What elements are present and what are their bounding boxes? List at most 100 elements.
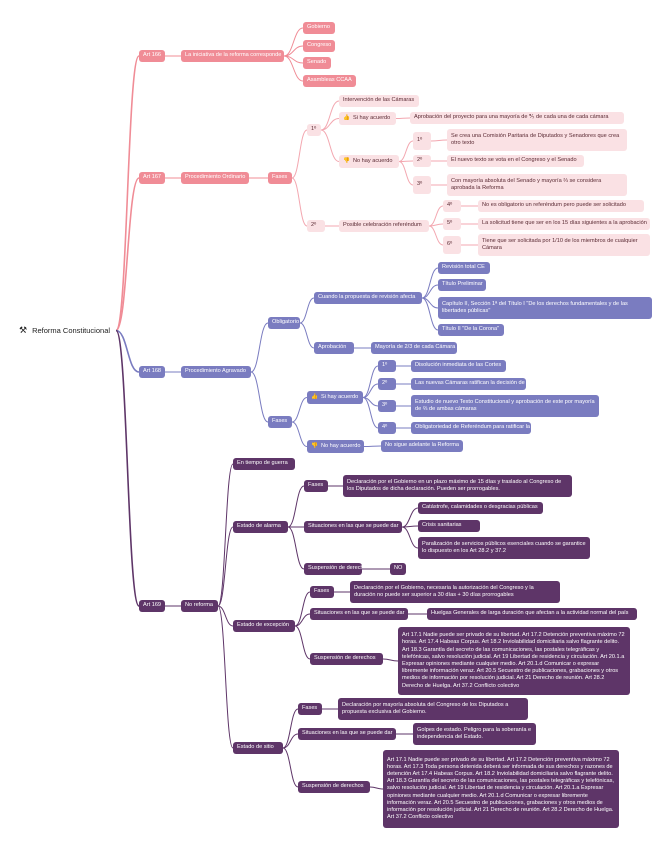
node-congreso: Congreso	[303, 40, 335, 52]
node-na-2: 2º	[413, 155, 431, 167]
node-o-2-label: 2º	[311, 222, 317, 229]
node-na-2-label: 2º	[417, 157, 423, 164]
node-pr-4-text: No es obligatorio un referéndum pero pue…	[478, 200, 644, 212]
connector-no-reforma-to-estado-alarma	[217, 526, 234, 607]
node-titulo2: Título II "De la Corona"	[438, 324, 504, 336]
node-senado: Senado	[303, 57, 331, 69]
node-ex-situaciones: Situaciones en las que se puede dar	[310, 608, 408, 620]
node-na-1: 1º	[413, 132, 431, 150]
node-si-acuerdo-agr-label: Si hay acuerdo	[320, 393, 359, 400]
node-na-3: 3º	[413, 176, 431, 194]
node-ea-fases: Fases	[304, 480, 328, 492]
node-si-acuerdo-ord-label: Si hay acuerdo	[352, 114, 391, 121]
connector-iniciativa-to-asambleas	[283, 55, 304, 82]
node-titulo2-label: Título II "De la Corona"	[442, 326, 500, 333]
node-tiempo-guerra-label: En tiempo de guerra	[237, 460, 288, 467]
thumbs-up-icon: 👍	[311, 393, 318, 400]
node-es-situaciones: Situaciones en las que se puede dar	[298, 728, 396, 740]
connector-cuando-afecta-to-titulo-prel	[421, 284, 439, 299]
node-titulo-prel-label: Título Preliminar	[442, 281, 483, 288]
connector-no-acuerdo-ord-to-na-2	[398, 160, 414, 162]
thumbs-down-icon: 👎	[343, 157, 350, 164]
node-titulo-prel: Título Preliminar	[438, 279, 486, 291]
node-ex-situaciones-label: Situaciones en las que se puede dar	[314, 610, 405, 617]
node-si-acuerdo-ord: 👍Si hay acuerdo	[339, 112, 396, 125]
node-asambleas: Asambleas CCAA	[303, 75, 356, 87]
node-es-s1-label: Golpes de estado. Peligro para la sobera…	[417, 726, 532, 740]
node-art168: Art 168	[139, 366, 165, 378]
connector-no-reforma-to-tiempo-guerra	[217, 463, 234, 607]
node-ea-s3: Paralización de servicios públicos esenc…	[418, 537, 590, 559]
node-es-fases-text: Declaración por mayoría absoluta del Con…	[338, 698, 528, 720]
node-aprobacion-35-label: Aprobación del proyecto para una mayoría…	[414, 114, 609, 121]
node-ea-s1: Catástrofe, calamidades o desgracias púb…	[418, 502, 543, 514]
node-na-3-text-label: Con mayoría absoluta del Senado y mayorí…	[451, 177, 602, 191]
node-pr-6-text: Tiene que ser solicitada por 1/10 de los…	[478, 234, 650, 256]
node-art167: Art 167	[139, 172, 165, 184]
node-o-1: 1º	[307, 124, 321, 136]
node-pr-4-text-label: No es obligatorio un referéndum pero pue…	[482, 202, 626, 209]
node-proc-agr-label: Procedimiento Agravado	[185, 368, 246, 375]
node-sa-2-text-label: Las nuevas Cámaras ratifican la decisión…	[415, 380, 526, 387]
node-ea-s1-label: Catástrofe, calamidades o desgracias púb…	[422, 504, 538, 511]
node-revision-total: Revisión total CE	[438, 262, 490, 274]
node-art166: Art 166	[139, 50, 165, 62]
connector-estado-excepcion-to-ex-suspension	[294, 625, 311, 660]
node-na-2-text: El nuevo texto se vota en el Congreso y …	[447, 155, 584, 167]
connector-estado-alarma-to-ea-fases	[287, 485, 305, 528]
node-sa-3-text-label: Estudio de nuevo Texto Constitucional y …	[415, 398, 595, 412]
connector-cuando-afecta-to-titulo2	[421, 297, 439, 331]
node-proc-ord-label: Procedimiento Ordinario	[185, 174, 246, 181]
node-no-acuerdo-ord: 👎No hay acuerdo	[339, 155, 399, 168]
node-sa-1-text: Disolución inmediata de las Cortes	[411, 360, 506, 372]
node-o-2: 2º	[307, 220, 325, 232]
node-sa-4: 4º	[378, 422, 396, 434]
node-fases-agr: Fases	[268, 416, 292, 428]
connector-posible-ref-to-pr-4	[428, 205, 444, 227]
node-estado-sitio: Estado de sitio	[233, 742, 283, 754]
connector-root-to-art168	[115, 329, 140, 373]
hammer-icon: ⚒	[19, 324, 28, 335]
connector-ea-situaciones-to-ea-s1	[401, 507, 419, 528]
node-es-suspension: Suspensión de derechos	[298, 781, 370, 793]
node-cuando-afecta-label: Cuando la propuesta de revisión afecta	[318, 294, 416, 301]
node-ea-s2-label: Crisis sanitarias	[422, 522, 462, 529]
node-sa-4-text-label: Obligatoriedad de Referéndum para ratifi…	[415, 424, 531, 431]
node-sa-2-text: Las nuevas Cámaras ratifican la decisión…	[411, 378, 526, 390]
node-sa-2-label: 2º	[382, 380, 388, 387]
node-art169: Art 169	[139, 600, 165, 612]
connector-si-acuerdo-agr-to-sa-2	[362, 383, 379, 398]
node-posible-ref-label: Posible celebración referéndum	[343, 222, 422, 229]
connector-obligatorio-to-cuando-afecta	[299, 297, 315, 324]
connector-es-suspension-to-es-susp-text	[369, 786, 384, 790]
node-ea-situaciones-label: Situaciones en las que se puede dar	[308, 523, 399, 530]
connector-no-acuerdo-ord-to-na-1	[398, 140, 414, 162]
node-pr-5: 5º	[443, 218, 461, 230]
node-capitulo2-label: Capítulo II, Sección 1ª del Título I "De…	[442, 300, 628, 314]
node-intervencion: Intervención de las Cámaras	[339, 95, 419, 107]
node-ea-s3-label: Paralización de servicios públicos esenc…	[422, 540, 586, 554]
node-ea-s2: Crisis sanitarias	[418, 520, 480, 532]
connector-o-1-to-no-acuerdo-ord	[320, 129, 340, 162]
node-ex-fases: Fases	[310, 586, 334, 598]
connector-si-acuerdo-ord-to-aprobacion-35	[395, 117, 411, 119]
node-na-3-text: Con mayoría absoluta del Senado y mayorí…	[447, 174, 627, 196]
node-no-reforma-label: No reforma	[185, 602, 213, 609]
node-pr-5-text-label: La solicitud tiene que ser en los 15 día…	[482, 220, 647, 227]
node-asambleas-label: Asambleas CCAA	[307, 77, 352, 84]
node-ea-situaciones: Situaciones en las que se puede dar	[304, 521, 402, 533]
node-art167-label: Art 167	[143, 174, 162, 181]
connector-estado-sitio-to-es-fases	[282, 708, 299, 749]
connector-fases-ord-to-o-2	[291, 177, 308, 227]
node-art169-label: Art 169	[143, 602, 162, 609]
connector-no-reforma-to-estado-excepcion	[217, 605, 234, 627]
node-gobierno-label: Gobierno	[307, 24, 331, 31]
node-es-fases-text-label: Declaración por mayoría absoluta del Con…	[342, 701, 509, 715]
connector-no-acuerdo-agr-to-no-sigue	[363, 445, 382, 447]
connector-estado-sitio-to-es-suspension	[282, 747, 299, 788]
node-pr-5-label: 5º	[447, 220, 453, 227]
connector-ea-situaciones-to-ea-s3	[401, 526, 419, 549]
node-es-suspension-label: Suspensión de derechos	[302, 783, 364, 790]
node-obligatorio: Obligatorio	[268, 317, 300, 329]
